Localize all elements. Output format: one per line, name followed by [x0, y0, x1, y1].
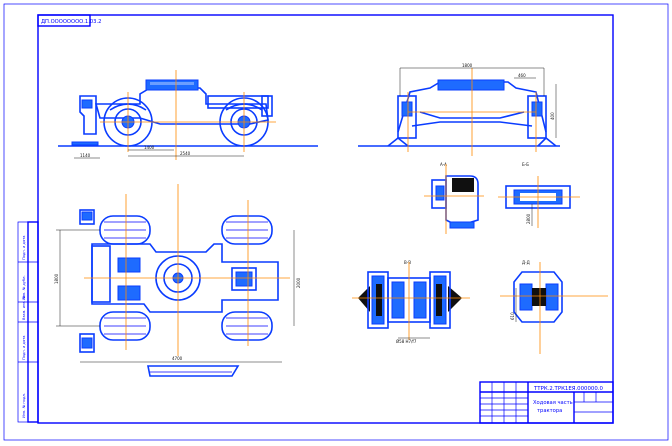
section-d-label: Д-Д [522, 260, 530, 265]
bottom-part [147, 365, 240, 377]
strip-label-1: Подп. и дата [22, 236, 26, 260]
dim-plan-length: 4700 [172, 356, 183, 361]
section-b-label: Б-Б [522, 162, 529, 167]
section-a-label: А-А [440, 162, 447, 167]
dim-wheelbase: 2540 [180, 151, 191, 156]
plan-view: 1800 4700 2000 [54, 184, 301, 363]
dim-plan-width: 1800 [54, 273, 59, 284]
dim-rear-height: 400 [550, 112, 555, 120]
top-stamp: ДП.ОООООООО.1.03.2 [37, 14, 101, 27]
title-line-1: Ходовая часть [533, 400, 573, 406]
drawing-frame [37, 14, 614, 424]
left-strip: Подп. и дата Инв. № дубл. Взам. инв. № П… [17, 221, 39, 423]
strip-label-3: Взам. инв. № [22, 295, 26, 320]
title-line-2: трактора [537, 408, 562, 414]
section-v: В-В Ø58 Н7/f7 [352, 260, 470, 344]
top-stamp-text: ДП.ОООООООО.1.03.2 [41, 19, 101, 25]
side-view: 2540 1140 1400 [58, 70, 318, 160]
dim-mid: 1400 [144, 145, 155, 150]
section-b: Б-Б 2800 [498, 162, 580, 228]
dim-plan-right: 2000 [296, 277, 301, 288]
section-a: А-А [424, 162, 484, 234]
strip-label-5: Инв. № подл. [22, 393, 26, 418]
dim-section-b: 2800 [526, 213, 531, 224]
dim-left: 1140 [80, 153, 91, 158]
dim-rear-track: 1800 [462, 63, 473, 68]
dim-rear-small: 460 [518, 73, 526, 78]
cabin-roof [145, 79, 199, 91]
outer-frame [3, 3, 669, 441]
plan-wheel-rl [221, 215, 273, 245]
dim-section-d: 610 [510, 312, 515, 320]
rear-roof [437, 79, 505, 91]
plan-wheel-rr [221, 311, 273, 341]
rear-view: 1800 460 400 [358, 63, 560, 156]
title-block: ТТРК.2.ТРК1ЕЯ.000000.0 Ходовая часть тра… [479, 381, 614, 424]
dim-section-v: Ø58 Н7/f7 [396, 339, 417, 344]
strip-label-4: Подп. и дата [22, 336, 26, 360]
strip-label-2: Инв. № дубл. [22, 275, 26, 300]
section-v-label: В-В [404, 260, 411, 265]
title-doc-code: ТТРК.2.ТРК1ЕЯ.000000.0 [533, 386, 603, 392]
section-d: Д-Д 610 [500, 260, 608, 354]
